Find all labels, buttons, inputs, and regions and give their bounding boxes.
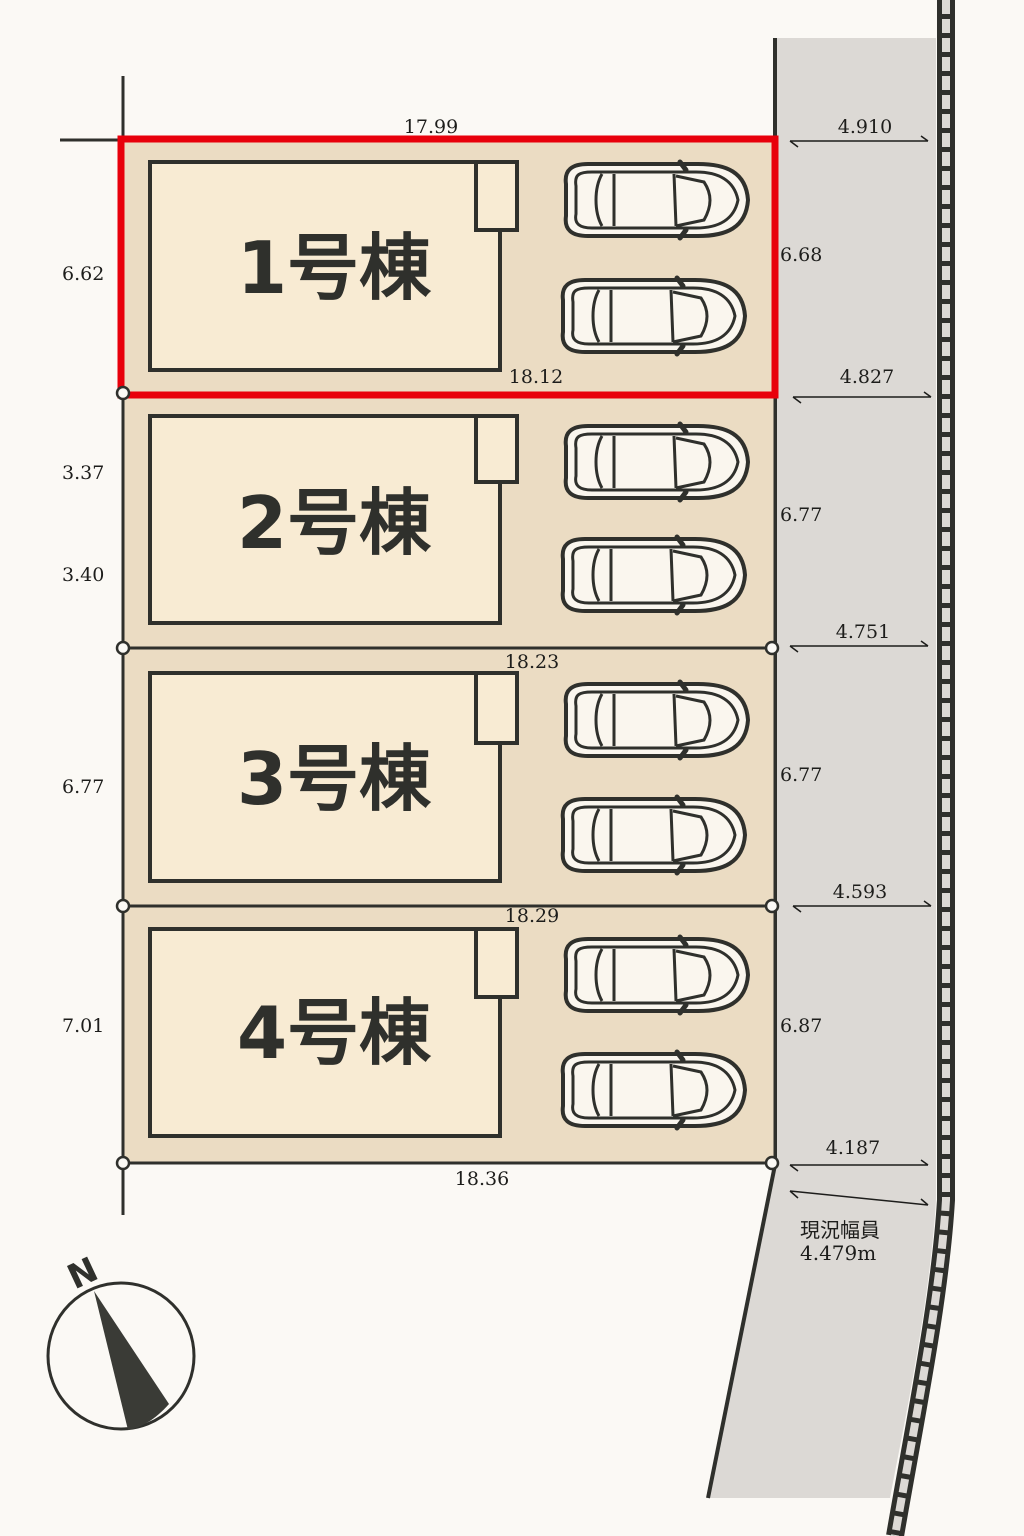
lot-4-label: 4号棟 — [237, 991, 432, 1075]
car-icon — [566, 937, 748, 1013]
car-icon — [566, 424, 748, 500]
lot-2-right-dim: 6.77 — [780, 504, 822, 526]
building-4 — [148, 927, 502, 1138]
car-icon — [563, 537, 745, 613]
lot-4[interactable]: 4号棟 — [121, 904, 777, 1165]
road-width-3: 4.751 — [836, 621, 890, 643]
lot-2-label: 2号棟 — [237, 481, 432, 565]
lot-4-left-dim: 7.01 — [62, 1015, 104, 1037]
road-gutter — [886, 0, 955, 1536]
current-width-value: 4.479m — [800, 1241, 876, 1265]
lot-1-left-dim: 6.62 — [62, 263, 104, 285]
road-width-5: 4.187 — [826, 1137, 880, 1159]
lot-3-left-dim: 6.77 — [62, 776, 104, 798]
north-arrow-icon: N — [46, 1250, 196, 1431]
current-width-label: 現況幅員 — [800, 1218, 880, 1242]
car-icon — [563, 797, 745, 873]
car-icon — [563, 278, 745, 354]
lot-1-right-dim: 6.68 — [780, 244, 822, 266]
building-3 — [148, 671, 502, 883]
lot-3[interactable]: 3号棟 — [121, 646, 777, 908]
lot-1-highlight — [117, 135, 779, 399]
lot-3-bottom-dim: 18.29 — [505, 905, 559, 927]
lot-1[interactable]: 1号棟 — [121, 138, 777, 395]
car-icon — [563, 1052, 745, 1128]
lot-3-right-dim: 6.77 — [780, 764, 822, 786]
lot-1-bottom-dim: 18.12 — [509, 366, 563, 388]
road-width-arrows — [789, 135, 932, 1206]
lot-2-left-dim-upper: 3.37 — [62, 462, 104, 484]
car-icon — [566, 682, 748, 758]
lot-2-left-dim-lower: 3.40 — [62, 564, 104, 586]
road-width-2: 4.827 — [840, 366, 894, 388]
building-2 — [148, 414, 502, 625]
car-icon — [566, 162, 748, 238]
boundary-markers — [115, 385, 780, 1171]
road — [708, 38, 936, 1498]
road-width-4: 4.593 — [833, 881, 887, 903]
lot-1-label: 1号棟 — [237, 226, 432, 310]
lot-4-bottom-dim: 18.36 — [455, 1168, 509, 1190]
building-1 — [148, 160, 502, 372]
top-dim: 17.99 — [404, 116, 458, 138]
road-width-1: 4.910 — [838, 116, 892, 138]
lot-2[interactable]: 2号棟 — [121, 391, 777, 650]
lot-4-right-dim: 6.87 — [780, 1015, 822, 1037]
lot-3-label: 3号棟 — [237, 737, 432, 821]
lot-2-bottom-dim: 18.23 — [505, 651, 559, 673]
